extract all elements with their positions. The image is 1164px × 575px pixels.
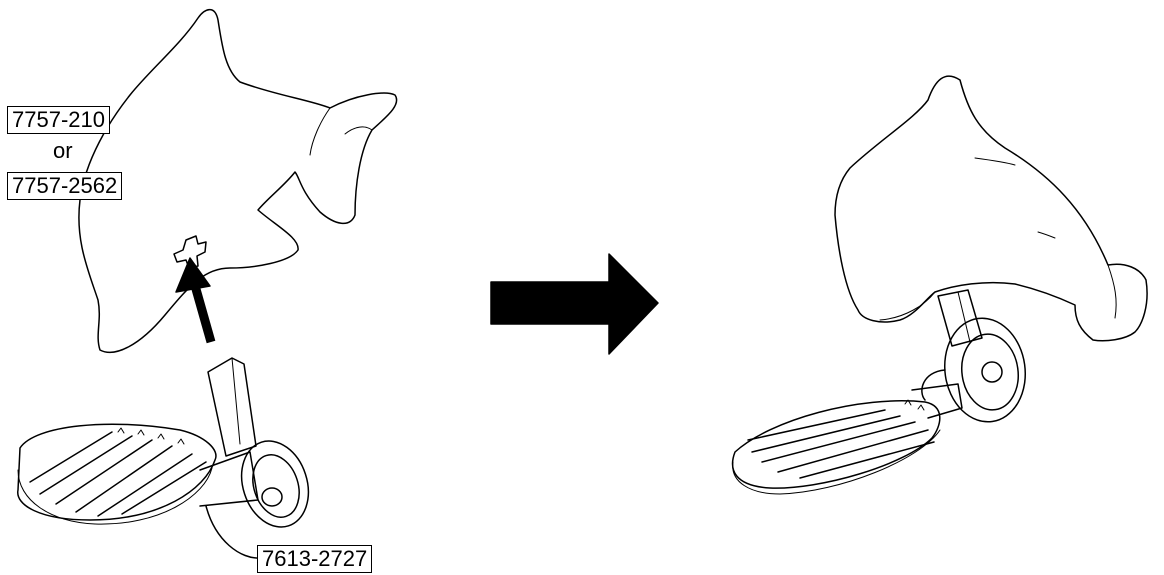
part-label-footrest: 7613-2727	[257, 545, 372, 573]
up-right-arrow-icon	[176, 258, 211, 342]
right-arrow-icon	[491, 254, 658, 354]
part-label-dolphin-primary: 7757-210	[7, 106, 110, 134]
part-label-conjunction: or	[53, 138, 73, 164]
dolphin-seat-left	[79, 10, 397, 353]
footrest-left	[18, 358, 319, 558]
dolphin-seat-assembled	[835, 76, 1147, 341]
footrest-assembled	[733, 290, 1032, 494]
part-label-dolphin-alternate: 7757-2562	[7, 172, 122, 200]
